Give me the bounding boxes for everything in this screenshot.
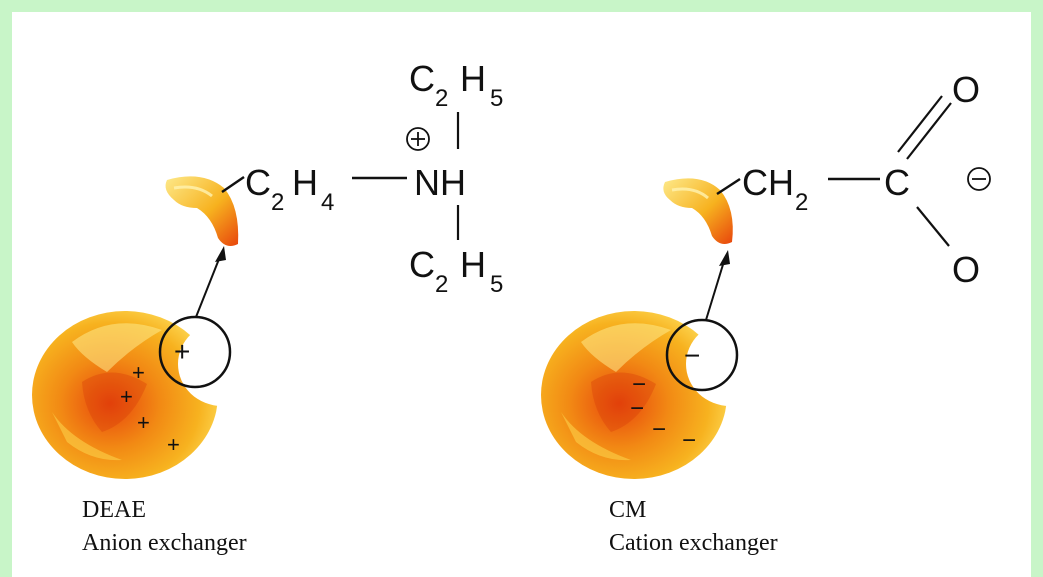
cm-resin-fragment [663, 178, 733, 244]
svg-text:C: C [409, 244, 435, 285]
cm-double-bond [897, 95, 952, 160]
surface-charge: + [132, 360, 145, 385]
svg-text:H: H [460, 58, 486, 99]
deae-subtitle: Anion exchanger [82, 530, 247, 556]
diagram-canvas: + + + + + C 2 H 4 NH C 2 H 5 C 2 H 5 [12, 12, 1031, 577]
svg-text:H: H [292, 162, 318, 203]
deae-resin-fragment [165, 176, 239, 246]
cm-arrow [705, 250, 730, 321]
deae-label: DEAE [82, 497, 146, 523]
svg-text:2: 2 [435, 85, 448, 112]
svg-text:5: 5 [490, 85, 503, 112]
surface-charge: − [630, 395, 644, 422]
svg-text:4: 4 [321, 189, 334, 216]
positive-charge-icon [406, 127, 430, 151]
surface-charge: + [167, 432, 180, 457]
surface-charge: + [120, 384, 133, 409]
svg-text:C: C [409, 58, 435, 99]
cm-carboxyl-carbon: C [884, 162, 910, 203]
cm-methylene-group: CH 2 [742, 162, 808, 216]
cm-oxygen-bottom: O [952, 249, 980, 290]
svg-text:5: 5 [490, 271, 503, 298]
ion-exchanger-diagram: + + + + + C 2 H 4 NH C 2 H 5 C 2 H 5 [32, 58, 991, 556]
deae-surface-charges: + + + + [120, 360, 180, 457]
deae-resin-bead [32, 311, 218, 479]
cm-highlight-circle: − [665, 318, 739, 392]
cm-subtitle: Cation exchanger [609, 530, 778, 556]
cm-surface-charges: − − − − [630, 371, 696, 454]
cm-label: CM [609, 497, 646, 523]
deae-highlight-circle: + [158, 315, 232, 389]
deae-linker-group: C 2 H 4 [245, 162, 334, 216]
deae-amine: NH [414, 162, 466, 203]
deae-ethyl-top: C 2 H 5 [409, 58, 503, 112]
highlighted-charge: + [174, 336, 190, 367]
negative-charge-icon [967, 167, 991, 191]
surface-charge: − [682, 427, 696, 454]
cm-bond-resin [716, 177, 741, 196]
surface-charge: − [652, 416, 666, 443]
svg-text:CH: CH [742, 162, 794, 203]
svg-text:2: 2 [795, 189, 808, 216]
cm-resin-bead [541, 311, 727, 479]
cm-oxygen-top: O [952, 69, 980, 110]
svg-text:2: 2 [271, 189, 284, 216]
highlighted-charge: − [684, 340, 700, 371]
surface-charge: − [632, 371, 646, 398]
svg-text:2: 2 [435, 271, 448, 298]
surface-charge: + [137, 410, 150, 435]
svg-text:C: C [245, 162, 271, 203]
deae-arrow [195, 246, 226, 318]
svg-text:NH: NH [414, 162, 466, 203]
deae-ethyl-bottom: C 2 H 5 [409, 244, 503, 298]
deae-bond-resin [221, 175, 245, 194]
cm-single-bond [916, 206, 950, 247]
svg-text:H: H [460, 244, 486, 285]
